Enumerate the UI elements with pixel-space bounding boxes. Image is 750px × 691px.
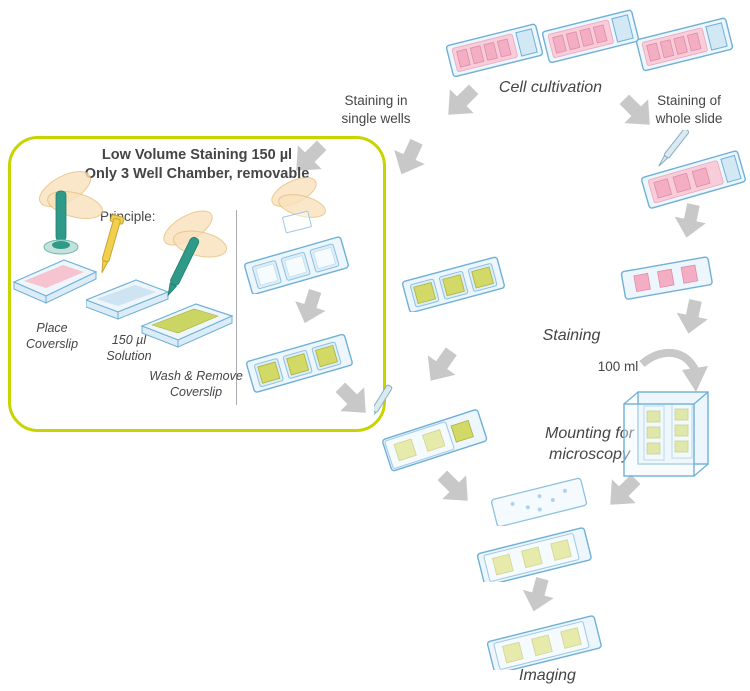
label-staining-whole-slide: Staining of whole slide: [655, 93, 723, 126]
wash-remove-illustration: [140, 210, 234, 348]
arrow-whole-slide-step1: [671, 201, 709, 241]
stained-well-slide: [401, 256, 505, 312]
stained-whole-slide: [620, 256, 713, 300]
staining-jar: [623, 391, 709, 477]
caption-place-coverslip: Place Coverslip: [25, 321, 79, 352]
stained-chamber-slide: [246, 333, 353, 393]
arrow-mounting-to-coverslip: [430, 463, 479, 512]
coverslip-dish-illustration: [12, 259, 98, 304]
wash-pipette-icon: [167, 236, 200, 297]
arrow-jar-to-coverslip: [598, 467, 647, 516]
hand-coverslip-illustration: [271, 177, 326, 234]
arrow-into-jar: [639, 348, 708, 392]
arrow-cultivation-to-single-wells: [436, 77, 485, 126]
label-imaging: Imaging: [519, 667, 576, 684]
coverslip-icon: [483, 533, 580, 582]
coverslip-icon: [282, 210, 312, 234]
staining-pipette-icon: [658, 130, 690, 167]
label-staining-single-wells: Staining in single wells: [341, 93, 411, 126]
whole-slide-staining-illustration: [641, 130, 746, 209]
mounting-medium-slide: [490, 477, 588, 526]
pipette-solution-illustration: [86, 214, 170, 320]
well-chamber-slide: [244, 236, 349, 294]
arrow-whole-slide-step2: [673, 297, 711, 337]
arrow-coverslip-to-imaging: [518, 574, 558, 615]
coverslipped-slide: [476, 527, 592, 582]
arrow-single-wells-to-staining: [386, 135, 432, 182]
place-coverslip-illustration: [39, 171, 103, 255]
label-jar-volume: 100 ml: [597, 359, 639, 374]
caption-solution: 150 µl Solution: [106, 333, 152, 364]
mounting-illustration: [374, 384, 488, 472]
label-staining: Staining: [542, 327, 601, 344]
low-volume-staining-callout: [8, 136, 386, 432]
label-cell-cultivation: Cell cultivation: [498, 79, 603, 96]
arrow-callout-step: [290, 286, 331, 328]
arrow-single-wells-to-callout: [284, 133, 333, 182]
callout-title: Low Volume Staining 150 µl Only 3 Well C…: [84, 147, 310, 182]
coverslip-tool-icon: [55, 190, 67, 242]
coverslip-icon: [493, 621, 590, 670]
caption-wash-remove: Wash & Remove Coverslip: [149, 369, 243, 400]
coverslip-icon: [384, 421, 455, 469]
cell-culture-slides: [445, 9, 734, 78]
pipette-icon: [101, 214, 125, 274]
callout-divider: [236, 210, 237, 405]
mounting-pipette-icon: [374, 384, 393, 422]
arrow-staining-to-mounting: [417, 342, 465, 391]
arrow-cultivation-to-whole-slide: [612, 87, 661, 136]
imaging-slide: [486, 615, 602, 670]
